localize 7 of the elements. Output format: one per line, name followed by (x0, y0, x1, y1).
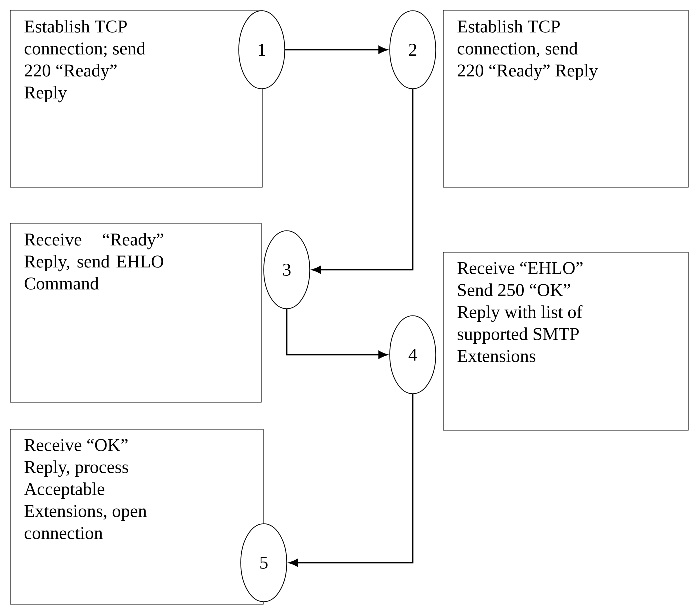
arrow (286, 309, 388, 359)
process-box: Receive “Ready” Reply, send EHLO Command (10, 223, 262, 403)
process-box: Receive “EHLO” Send 250 “OK” Reply with list of supported SMTP Extensions (443, 252, 689, 431)
arrow (312, 89, 414, 274)
process-box: Establish TCP connection, send 220 “Ready” Reply (443, 10, 689, 188)
arrow (285, 46, 388, 54)
arrow (289, 394, 414, 567)
